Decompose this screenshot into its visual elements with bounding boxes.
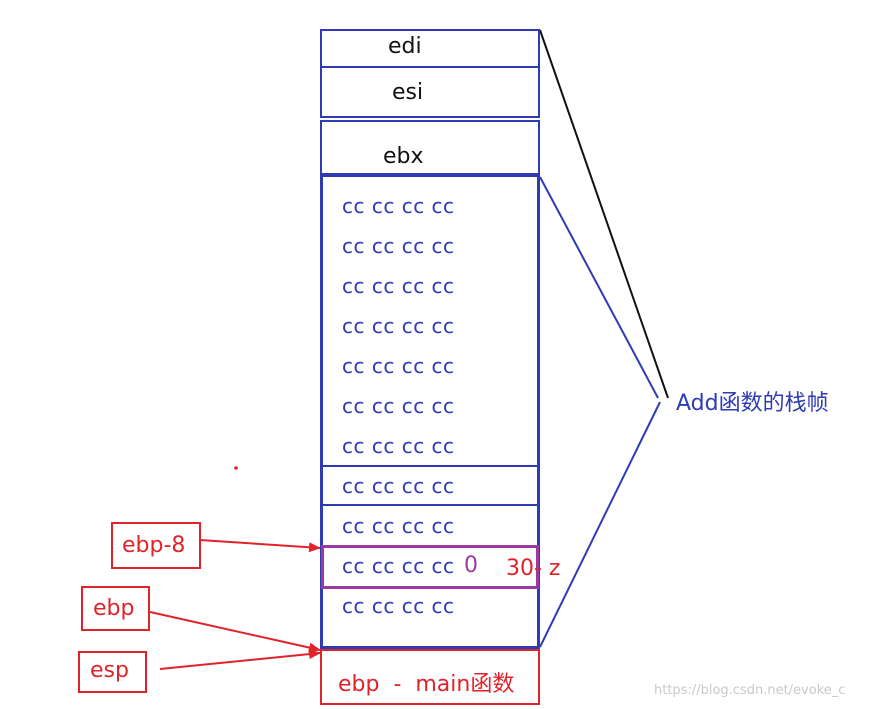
ebp-minus-8-box — [111, 522, 201, 569]
arrow-ebp-8 — [199, 539, 321, 553]
edi-box — [320, 29, 540, 68]
ebx-box — [320, 120, 540, 175]
z-slot-box — [321, 545, 539, 589]
edi-label: edi — [388, 34, 422, 59]
ebp-box — [81, 586, 150, 631]
arrow-esp — [159, 649, 321, 670]
ebp-minus-8-label: ebp-8 — [122, 533, 186, 558]
cc-row: cc cc cc cc — [342, 394, 455, 418]
black-bracket-line — [539, 29, 669, 399]
cc-row: cc cc cc cc — [342, 514, 455, 538]
main-frame-label: ebp - main函数 — [338, 672, 515, 697]
cc-row: cc cc cc cc — [342, 194, 455, 218]
frame-label: Add函数的栈帧 — [676, 391, 829, 416]
cc-row: cc cc cc cc — [342, 274, 455, 298]
blue-bracket-line-top — [539, 176, 659, 399]
blue-bracket-line-bottom — [539, 401, 661, 648]
z-annotation: 30- z — [506, 556, 561, 581]
esp-box — [78, 651, 147, 693]
watermark: https://blog.csdn.net/evoke_c — [654, 683, 846, 698]
highlight-row-box — [321, 465, 539, 506]
esp-label: esp — [90, 658, 129, 683]
ebx-label: ebx — [383, 144, 424, 169]
cc-row: cc cc cc cc — [342, 434, 455, 458]
locals-region — [320, 175, 540, 649]
z-slot-value: 0 — [464, 553, 478, 578]
cc-row: cc cc cc cc — [342, 314, 455, 338]
cc-row: cc cc cc cc — [342, 234, 455, 258]
esi-label: esi — [392, 80, 424, 105]
ebp-label: ebp — [93, 596, 135, 621]
cc-row: cc cc cc cc — [342, 594, 455, 618]
cc-row: cc cc cc cc — [342, 474, 455, 498]
cc-row: cc cc cc cc — [342, 354, 455, 378]
arrow-ebp — [149, 611, 321, 653]
stray-dot — [234, 466, 238, 470]
esi-box — [320, 68, 540, 118]
z-slot-cc: cc cc cc cc — [342, 554, 455, 578]
main-frame-box — [320, 649, 540, 705]
